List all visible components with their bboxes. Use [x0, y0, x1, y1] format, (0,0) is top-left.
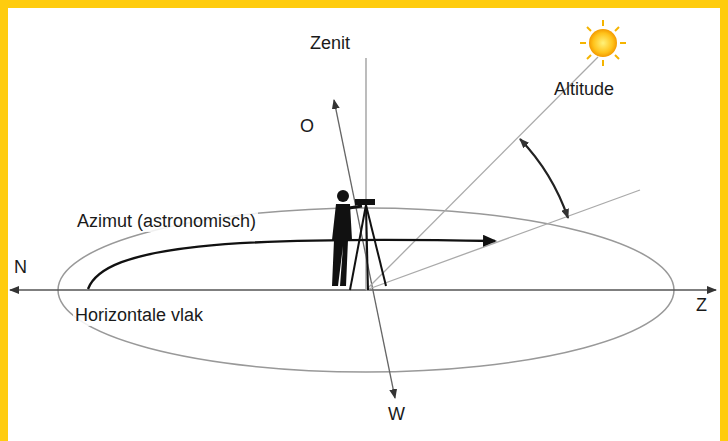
direction-label: N	[12, 258, 29, 278]
axis-label: O	[298, 117, 316, 137]
direction-label: W	[386, 405, 407, 425]
angle-label: Azimut (astronomisch)	[75, 212, 258, 232]
direction-label: Z	[694, 296, 709, 316]
plane-label: Horizontale vlak	[73, 306, 205, 326]
axis-label: Zenit	[308, 34, 352, 54]
angle-label: Altitude	[552, 80, 616, 100]
